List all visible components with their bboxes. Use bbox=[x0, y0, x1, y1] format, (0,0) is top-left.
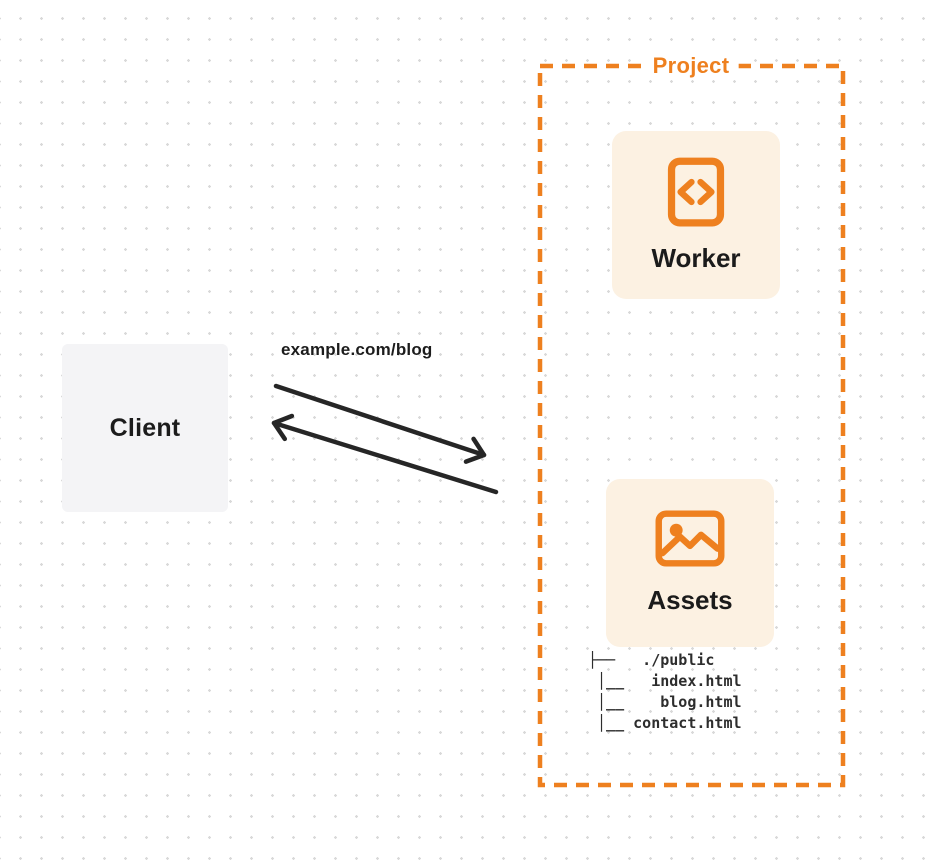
assets-node: Assets bbox=[606, 479, 774, 647]
request-url-label: example.com/blog bbox=[281, 340, 433, 359]
client-node: Client bbox=[62, 344, 228, 512]
request-arrow bbox=[273, 383, 487, 464]
assets-file-tree: ├── ./public │__ index.html │__ blog.htm… bbox=[588, 651, 742, 732]
worker-label: Worker bbox=[651, 243, 741, 273]
code-file-icon bbox=[667, 157, 725, 227]
assets-label: Assets bbox=[647, 585, 733, 615]
response-arrow bbox=[271, 413, 499, 495]
image-icon bbox=[655, 510, 725, 567]
worker-node: Worker bbox=[612, 131, 780, 299]
client-label: Client bbox=[109, 413, 181, 442]
project-label: Project bbox=[643, 53, 739, 79]
